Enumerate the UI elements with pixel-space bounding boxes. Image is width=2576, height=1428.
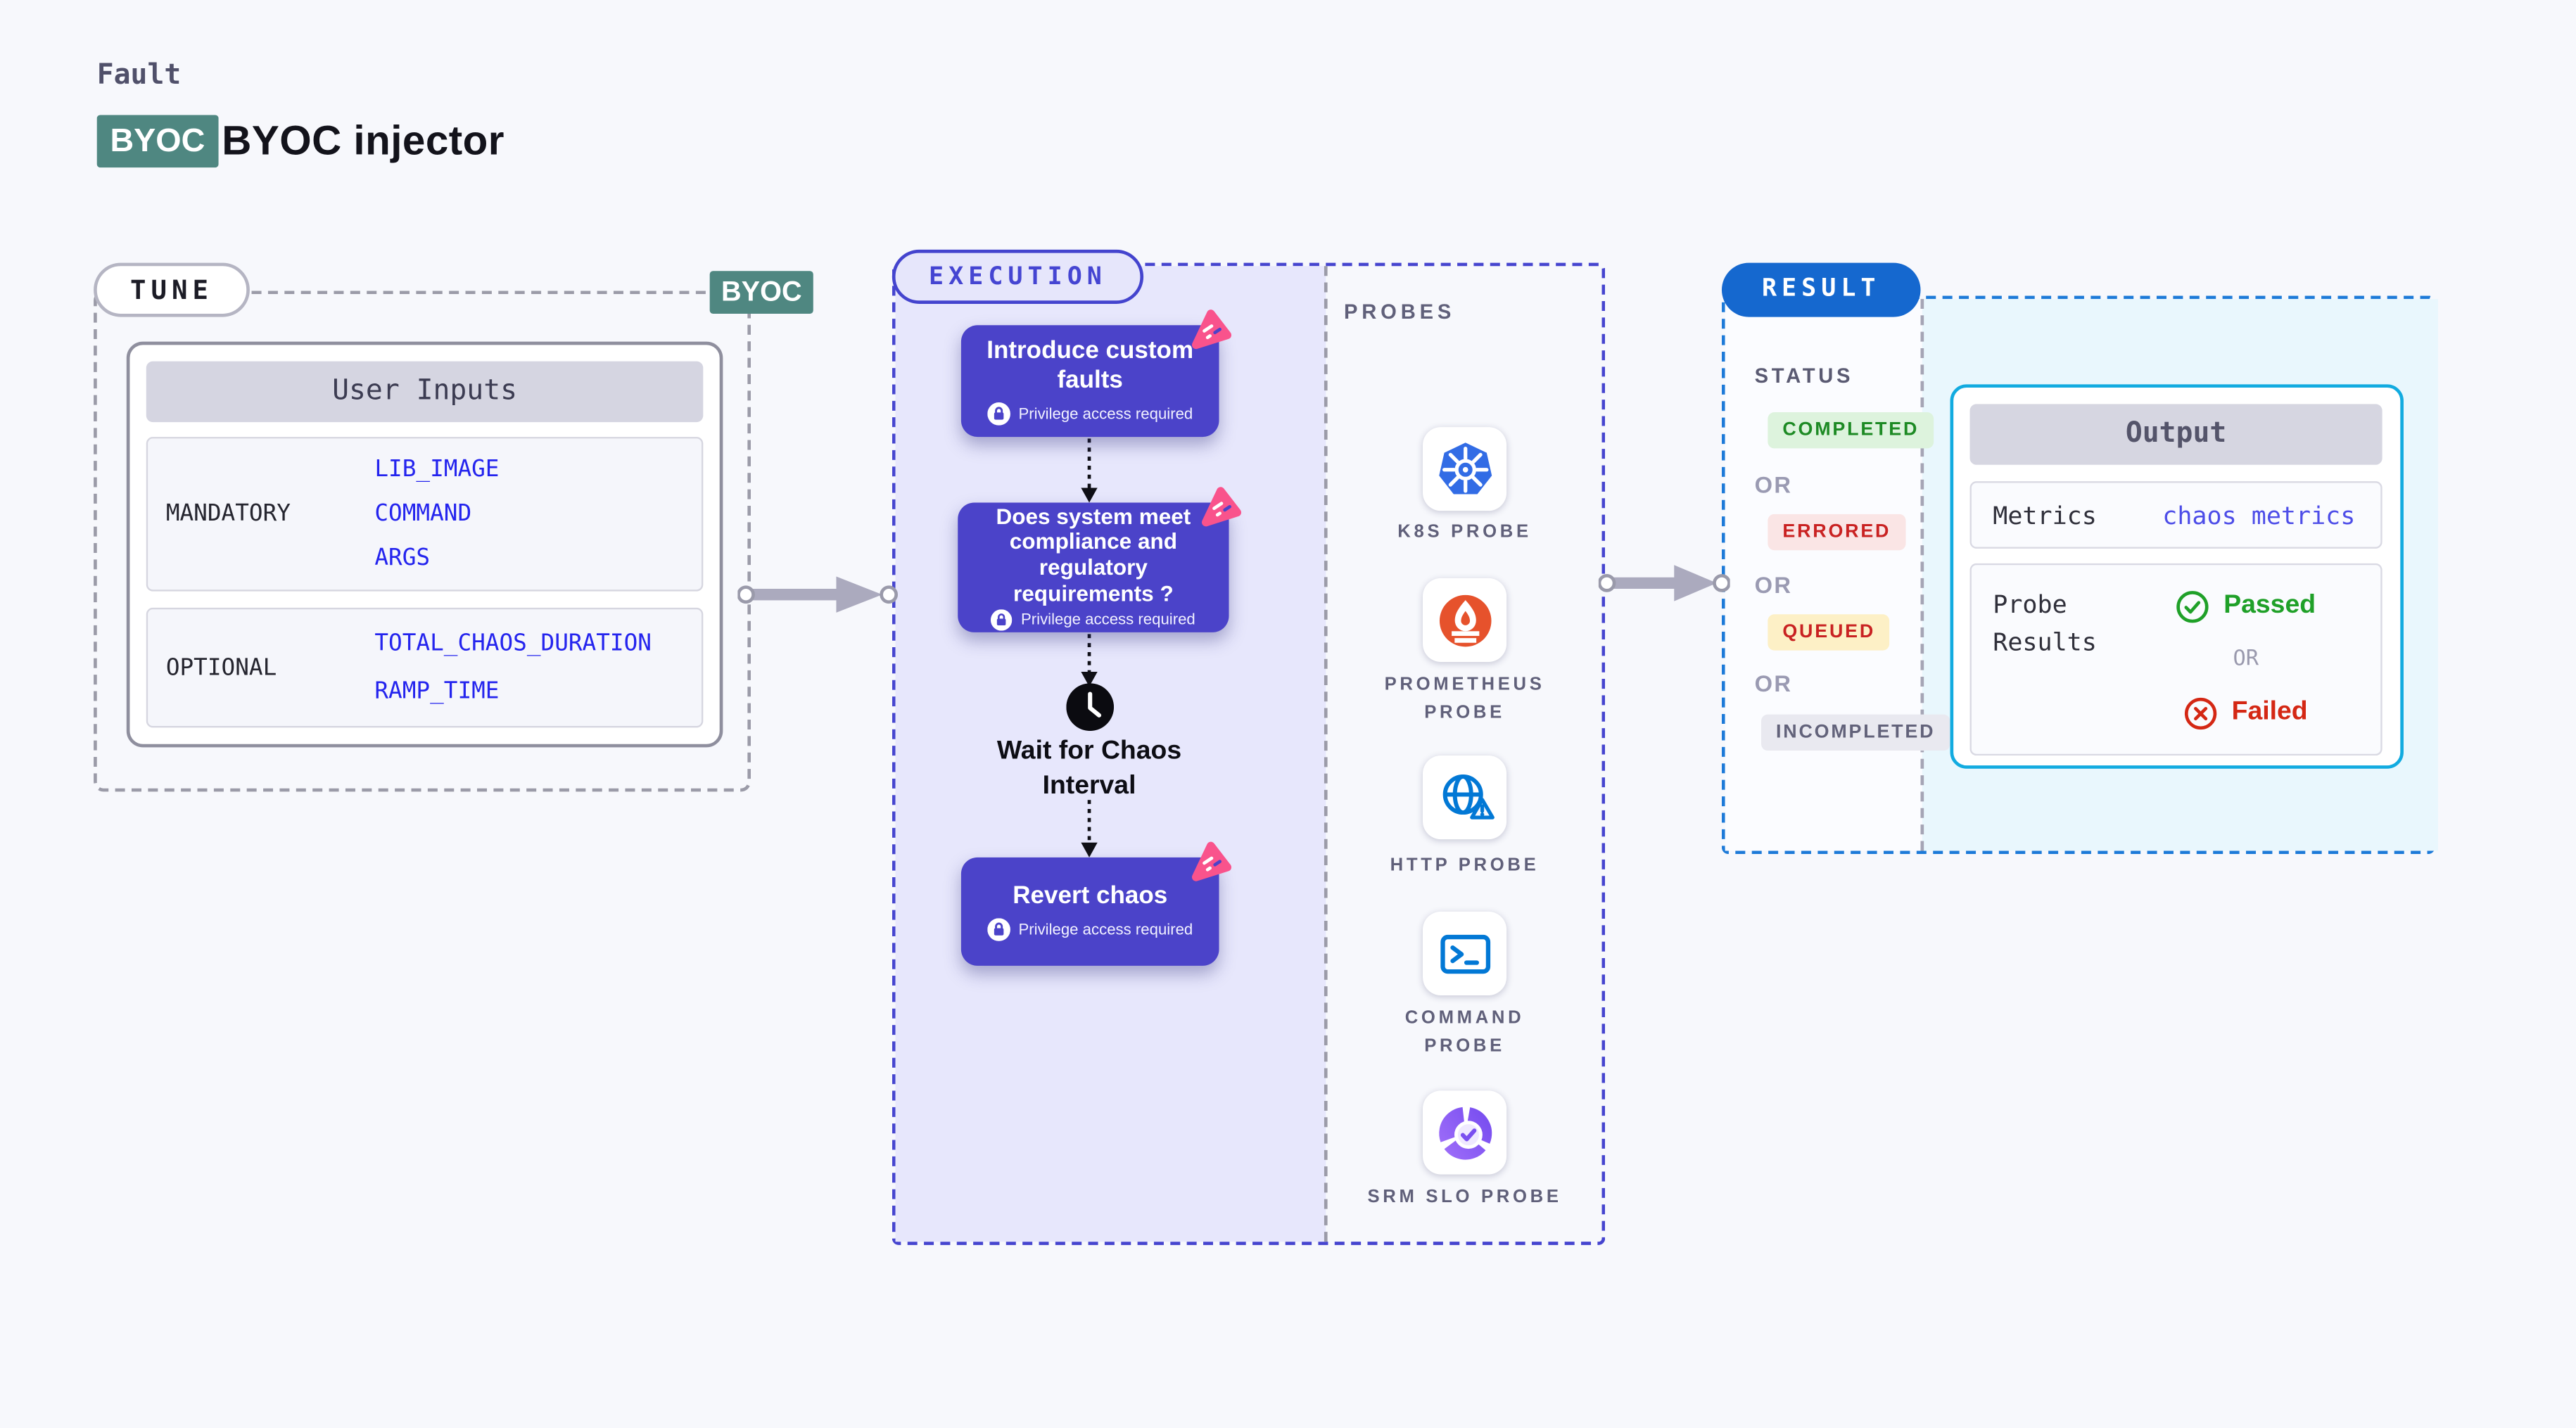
- kubernetes-icon: [1438, 442, 1492, 494]
- optional-values: TOTAL_CHAOS_DURATION RAMP_TIME: [374, 609, 702, 726]
- probe-card-command: [1423, 911, 1507, 995]
- or-label: OR: [2233, 646, 2259, 672]
- probe-results-label: Probe Results: [1993, 589, 2097, 658]
- step-compliance-check: Does system meet compliance and regulato…: [958, 487, 1242, 632]
- result-divider: [1920, 298, 1924, 851]
- step-title: Revert chaos: [1013, 881, 1168, 910]
- or-label: OR: [1754, 670, 1793, 696]
- chaos-icon: [1201, 487, 1242, 527]
- output-header: Output: [1969, 404, 2383, 465]
- probe-name-http: HTTP PROBE: [1390, 855, 1540, 876]
- or-label: OR: [1754, 471, 1793, 498]
- env-var: LIB_IMAGE: [374, 457, 500, 483]
- status-badge-incompleted: INCOMPLETED: [1761, 714, 1950, 751]
- passed-row: Passed: [2176, 589, 2316, 623]
- wait-step-label: Wait for Chaos Interval: [996, 737, 1182, 800]
- env-var: TOTAL_CHAOS_DURATION: [374, 630, 652, 657]
- probe-name-prometheus: PROMETHEUS PROBE: [1384, 675, 1545, 722]
- privilege-note: Privilege access required: [1020, 611, 1195, 630]
- probe-card-k8s: [1423, 427, 1507, 511]
- result-pill: RESULT: [1721, 262, 1921, 317]
- tune-section-box: [94, 291, 751, 792]
- probe-name-command: COMMAND PROBE: [1404, 1008, 1525, 1056]
- clock-icon: [1066, 683, 1115, 732]
- env-var: COMMAND: [374, 501, 472, 528]
- status-badge-queued: QUEUED: [1768, 614, 1891, 651]
- optional-row: OPTIONAL TOTAL_CHAOS_DURATION RAMP_TIME: [146, 607, 704, 728]
- lock-icon: [987, 919, 1010, 942]
- flow-connector: [1081, 800, 1098, 858]
- tune-pill: TUNE: [94, 262, 250, 317]
- privilege-note: Privilege access required: [1018, 921, 1193, 940]
- lock-icon: [991, 609, 1013, 631]
- byoc-badge: BYOC: [96, 115, 219, 168]
- chaos-icon: [1191, 310, 1232, 350]
- metrics-label: Metrics: [1993, 499, 2097, 530]
- or-label: OR: [1754, 571, 1793, 598]
- status-label: STATUS: [1754, 364, 1854, 388]
- terminal-icon: [1440, 933, 1490, 974]
- probes-label: PROBES: [1343, 300, 1456, 324]
- optional-label: OPTIONAL: [165, 654, 277, 681]
- flow-connector: [1081, 438, 1098, 503]
- probe-card-srm-slo: [1423, 1090, 1507, 1175]
- passed-label: Passed: [2223, 591, 2316, 620]
- probe-card-prometheus: [1423, 578, 1507, 662]
- status-badge-completed: COMPLETED: [1768, 412, 1934, 449]
- probe-results-row: Probe Results Passed OR Failed: [1969, 563, 2383, 756]
- status-badge-errored: ERRORED: [1768, 514, 1906, 551]
- mandatory-label: MANDATORY: [165, 501, 291, 528]
- step-title: Introduce custom faults: [986, 336, 1194, 394]
- x-circle-icon: [2185, 696, 2218, 729]
- step-title: Does system meet compliance and regulato…: [996, 504, 1191, 606]
- fault-kicker: Fault: [96, 59, 182, 92]
- mandatory-row: MANDATORY LIB_IMAGE COMMAND ARGS: [146, 437, 704, 592]
- globe-warning-icon: [1442, 773, 1494, 819]
- env-var: ARGS: [374, 545, 431, 572]
- user-inputs-card: User Inputs MANDATORY LIB_IMAGE COMMAND …: [126, 341, 723, 748]
- execution-to-result-arrow: [1598, 565, 1730, 601]
- probe-name-k8s: K8S PROBE: [1397, 522, 1532, 542]
- tune-to-execution-arrow: [737, 576, 899, 613]
- execution-pill: EXECUTION: [892, 249, 1144, 304]
- result-status-area: [1725, 298, 1922, 851]
- metrics-value: chaos metrics: [2162, 499, 2356, 530]
- execution-probes-divider: [1324, 266, 1328, 1242]
- output-box: Output Metrics chaos metrics Probe Resul…: [1950, 384, 2404, 769]
- flow-connector: [1081, 634, 1098, 687]
- chaos-icon: [1191, 841, 1232, 881]
- byoc-corner-badge: BYOC: [709, 271, 814, 314]
- metrics-row: Metrics chaos metrics: [1969, 481, 2383, 549]
- slo-donut-icon: [1438, 1106, 1492, 1159]
- privilege-note: Privilege access required: [1018, 404, 1193, 423]
- prometheus-icon: [1438, 594, 1491, 646]
- step-introduce-custom-faults: Introduce custom faults Privilege access…: [960, 310, 1232, 438]
- probe-card-http: [1423, 756, 1507, 840]
- user-inputs-header: User Inputs: [146, 361, 704, 423]
- mandatory-values: LIB_IMAGE COMMAND ARGS: [374, 438, 702, 589]
- check-circle-icon: [2177, 589, 2209, 623]
- step-revert-chaos: Revert chaos Privilege access required: [960, 841, 1232, 966]
- failed-label: Failed: [2231, 698, 2308, 727]
- page-title: BYOC injector: [222, 118, 505, 165]
- probe-name-srm-slo: SRM SLO PROBE: [1367, 1187, 1562, 1208]
- lock-icon: [987, 402, 1010, 426]
- env-var: RAMP_TIME: [374, 678, 500, 705]
- failed-row: Failed: [2184, 696, 2308, 730]
